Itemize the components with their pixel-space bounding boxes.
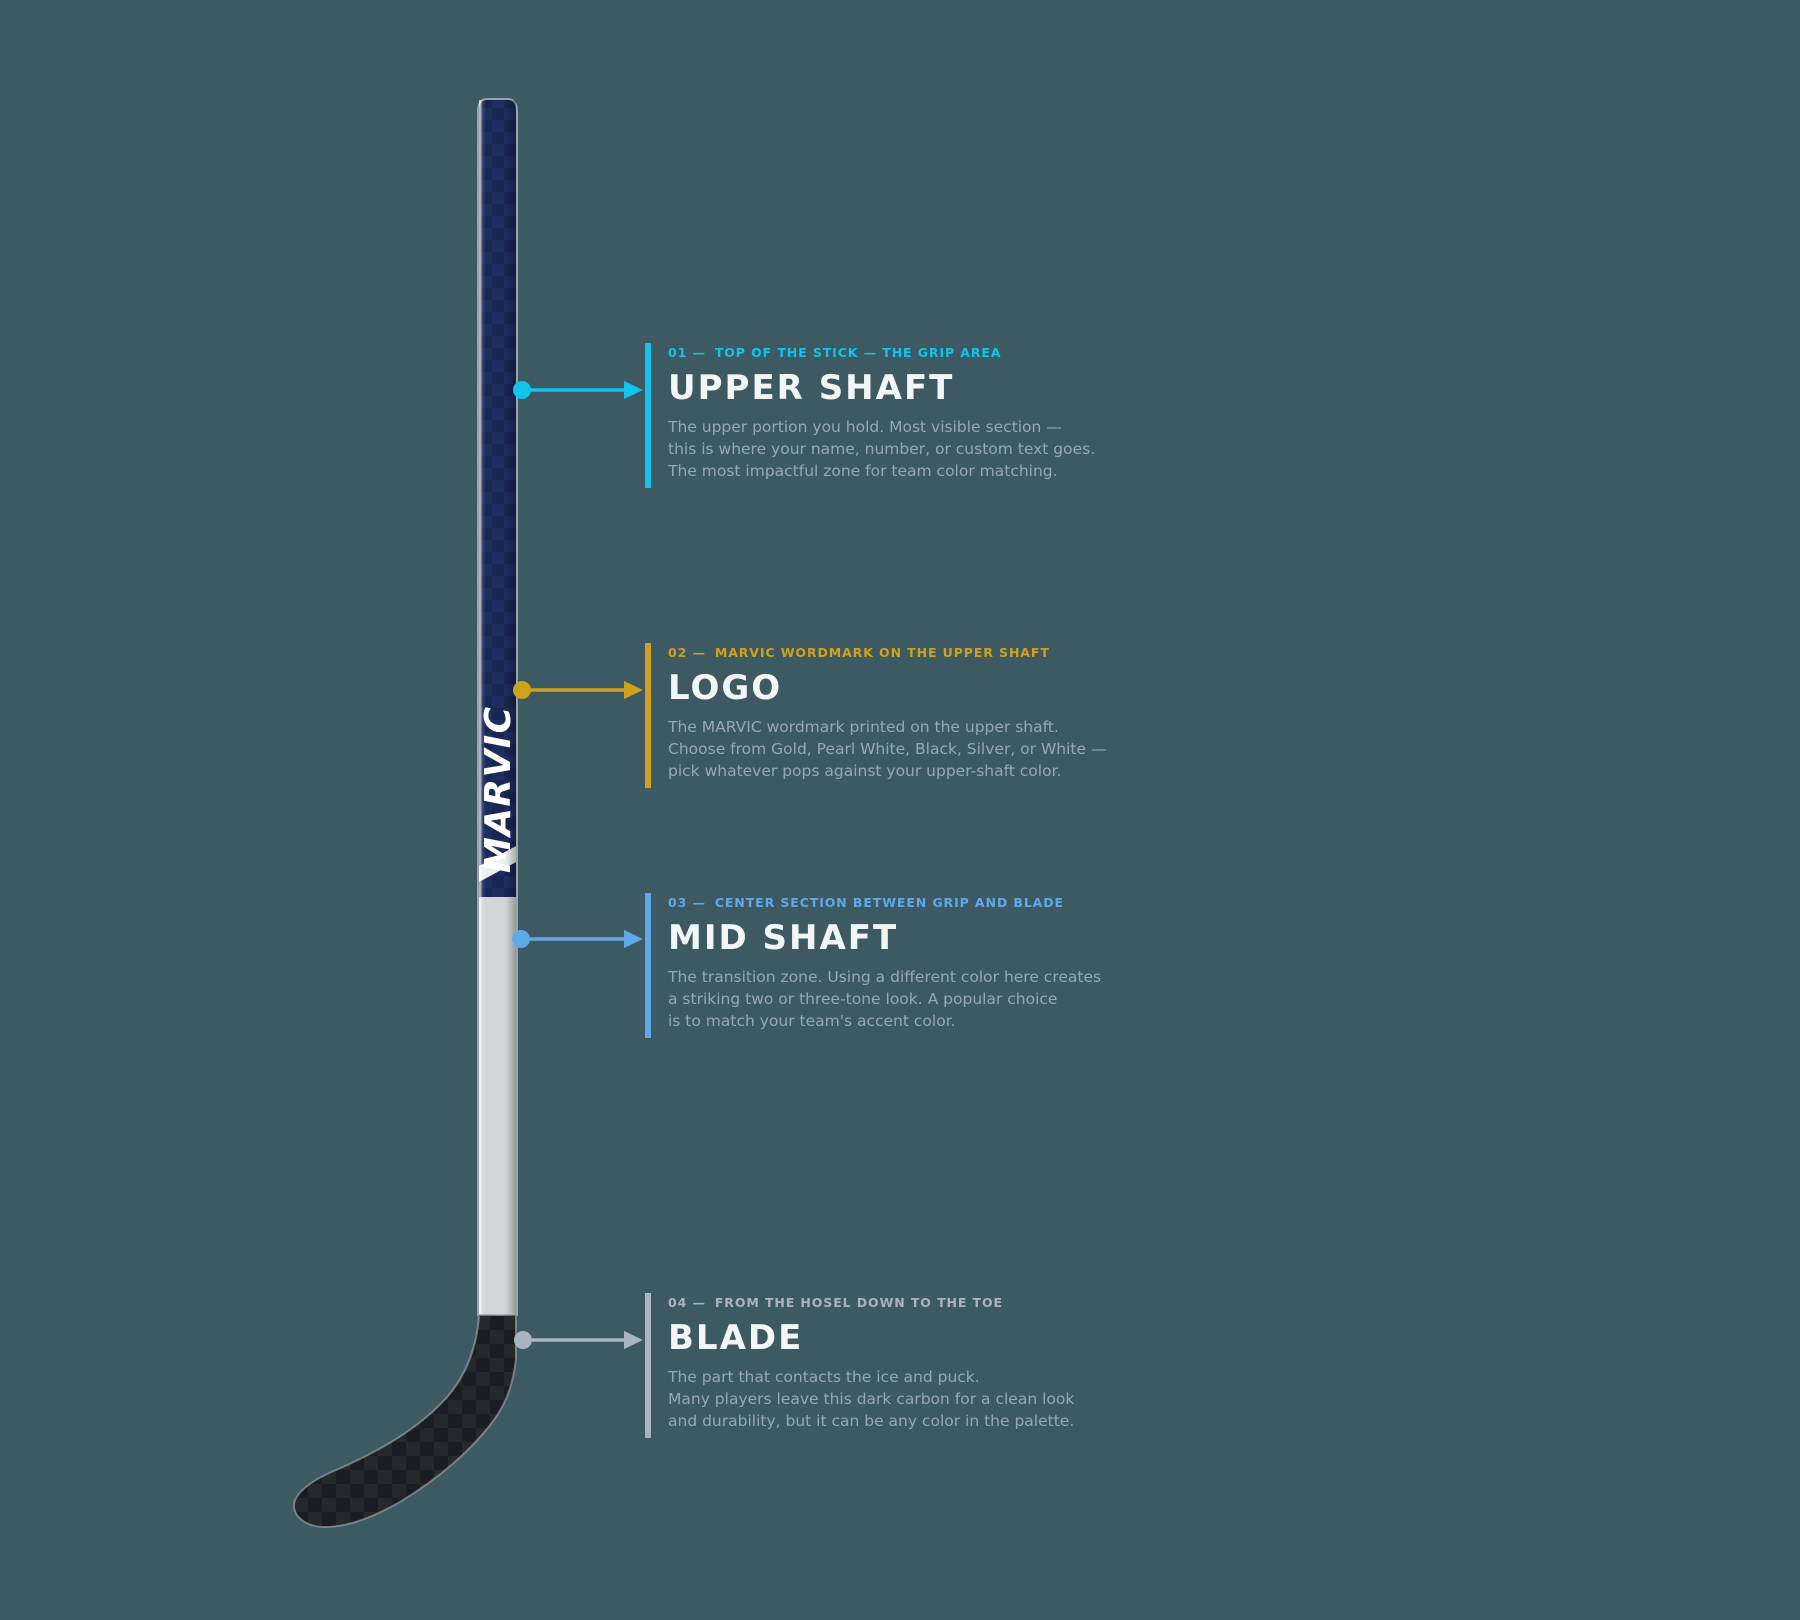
- callout-title: UPPER SHAFT: [668, 368, 955, 408]
- arrow-anchor-dot: [513, 381, 531, 399]
- stick-shaft-shading: [479, 100, 516, 1315]
- callout-eyebrow: 01 — TOP OF THE STICK — THE GRIP AREA: [668, 345, 1288, 360]
- callout-eyebrow-text: CENTER SECTION BETWEEN GRIP AND BLADE: [714, 895, 1064, 910]
- callout-description: The part that contacts the ice and puck.…: [668, 1368, 1075, 1431]
- callout-eyebrow: 03 — CENTER SECTION BETWEEN GRIP AND BLAD…: [668, 895, 1288, 910]
- callout-arrow-mid-shaft: [512, 930, 643, 948]
- arrow-head-icon: [624, 1331, 643, 1349]
- callout-title: MID SHAFT: [668, 918, 899, 958]
- arrow-anchor-dot: [513, 681, 531, 699]
- callout-eyebrow: 04 — FROM THE HOSEL DOWN TO THE TOE: [668, 1295, 1288, 1310]
- callout-eyebrow-text: MARVIC WORDMARK ON THE UPPER SHAFT: [714, 645, 1050, 660]
- stick-blade-carbon-texture: [293, 1315, 516, 1528]
- stick-shaft-edge-highlight: [479, 100, 482, 1315]
- arrow-head-icon: [624, 681, 643, 699]
- arrow-head-icon: [624, 930, 643, 948]
- callout-eyebrow-text: TOP OF THE STICK — THE GRIP AREA: [714, 345, 1002, 360]
- callout-upper-shaft: 01 — TOP OF THE STICK — THE GRIP AREA UPP…: [645, 343, 1288, 489]
- callout-number: 03 —: [668, 895, 706, 910]
- callout-number: 01 —: [668, 345, 706, 360]
- callout-title: LOGO: [668, 668, 783, 708]
- arrow-anchor-dot: [512, 930, 530, 948]
- callout-description: The MARVIC wordmark printed on the upper…: [668, 718, 1107, 781]
- callout-description: The transition zone. Using a different c…: [668, 968, 1102, 1031]
- callout-mid-shaft: 03 — CENTER SECTION BETWEEN GRIP AND BLAD…: [645, 893, 1288, 1039]
- callout-arrow-blade: [514, 1331, 643, 1349]
- callout-logo: 02 — MARVIC WORDMARK ON THE UPPER SHAFT L…: [645, 643, 1288, 789]
- callout-arrow-upper-shaft: [513, 381, 643, 399]
- callout-title: BLADE: [668, 1318, 804, 1358]
- arrow-head-icon: [624, 381, 643, 399]
- callout-number: 04 —: [668, 1295, 706, 1310]
- stick-wordmark: MARVIC: [478, 705, 519, 873]
- arrow-anchor-dot: [514, 1331, 532, 1349]
- callout-eyebrow: 02 — MARVIC WORDMARK ON THE UPPER SHAFT: [668, 645, 1288, 660]
- callout-blade: 04 — FROM THE HOSEL DOWN TO THE TOE BLADE…: [645, 1293, 1288, 1439]
- callout-eyebrow-text: FROM THE HOSEL DOWN TO THE TOE: [714, 1295, 1003, 1310]
- callout-number: 02 —: [668, 645, 706, 660]
- callout-description: The upper portion you hold. Most visible…: [668, 418, 1096, 481]
- callout-arrow-logo: [513, 681, 643, 699]
